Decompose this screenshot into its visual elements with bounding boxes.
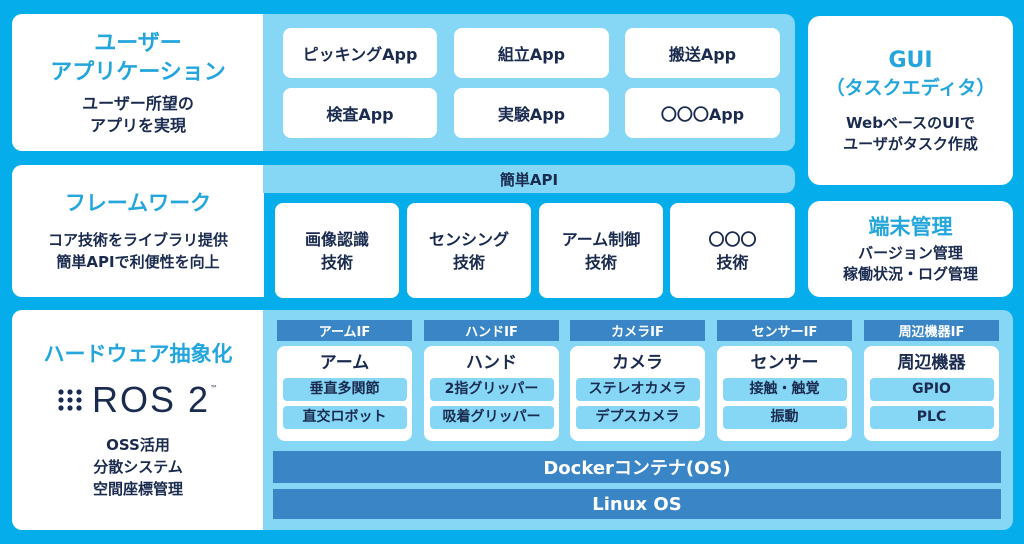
ros2-trademark: ™: [210, 384, 219, 393]
device-mgmt-title: 端末管理: [868, 215, 953, 239]
framework-desc-line2: 簡単APIで利便性を向上: [56, 253, 220, 271]
hardware-label-panel: ハードウェア抽象化 ROS 2 ™ OSS活用 分散システム 空間座標管理: [12, 310, 264, 530]
ros2-logo-text: ROS 2: [91, 379, 211, 420]
user-app-desc-line1: ユーザー所望の: [82, 93, 194, 113]
hardware-description: OSS活用 分散システム 空間座標管理: [93, 434, 183, 500]
ros2-dots-icon: [58, 389, 82, 411]
simple-api-bar: 簡単API: [263, 165, 795, 193]
user-app-label-panel: ユーザー アプリケーション ユーザー所望の アプリを実現: [12, 14, 264, 151]
component-item: 垂直多関節: [282, 378, 407, 401]
hardware-title: ハードウェア抽象化: [43, 342, 233, 366]
linux-os-label: Linux OS: [592, 493, 682, 515]
tech-label-line2: 技術: [584, 252, 617, 272]
app-label: 実験App: [497, 105, 566, 124]
interface-header-label: センサーIF: [751, 325, 818, 340]
app-label: ピッキングApp: [302, 45, 418, 64]
user-app-desc-line2: アプリを実現: [89, 115, 186, 135]
hardware-desc-line1: OSS活用: [106, 436, 170, 454]
interface-header-label: 周辺機器IF: [898, 325, 965, 340]
component-item: PLC: [869, 406, 994, 429]
app-label: 組立App: [497, 45, 566, 64]
interface-header-label: アームIF: [318, 325, 371, 340]
component-item: ステレオカメラ: [575, 378, 700, 401]
tech-box-sensing[interactable]: センシング 技術: [407, 203, 531, 298]
gui-panel: GUI （タスクエディタ） WebベースのUIで ユーザがタスク作成: [808, 16, 1013, 185]
app-box-experiment[interactable]: 実験App: [454, 88, 609, 138]
gui-title: GUI: [888, 47, 933, 73]
framework-label-panel: フレームワーク コア技術をライブラリ提供 簡単APIで利便性を向上: [12, 165, 264, 297]
user-app-title-line1: ユーザー: [94, 30, 182, 56]
device-mgmt-panel: 端末管理 バージョン管理 稼働状況・ログ管理: [808, 201, 1013, 297]
app-box-transport[interactable]: 搬送App: [625, 28, 780, 78]
component-item: 直交ロボット: [282, 406, 407, 429]
simple-api-label: 簡単API: [499, 170, 559, 189]
gui-subtitle: （タスクエディタ）: [825, 76, 996, 99]
component-item: 振動: [722, 406, 847, 429]
component-box-peripheral[interactable]: 周辺機器 GPIO PLC: [864, 346, 999, 441]
component-title: ハンド: [466, 353, 517, 373]
user-app-title: ユーザー アプリケーション: [50, 29, 226, 87]
gui-description: WebベースのUIで ユーザがタスク作成: [843, 113, 978, 155]
tech-label-line2: 技術: [320, 252, 353, 272]
app-label: 検査App: [326, 105, 394, 124]
tech-box-image-recognition[interactable]: 画像認識 技術: [275, 203, 399, 298]
component-title: 周辺機器: [897, 353, 966, 373]
interface-header-hand: ハンドIF: [424, 320, 559, 341]
component-title: カメラ: [612, 353, 663, 373]
docker-label: Dockerコンテナ(OS): [543, 458, 731, 479]
component-item: 接触・触覚: [722, 378, 847, 401]
interface-header-label: カメラIF: [611, 325, 664, 340]
app-box-inspection[interactable]: 検査App: [283, 88, 437, 138]
app-box-picking[interactable]: ピッキングApp: [283, 28, 437, 78]
app-box-assembly[interactable]: 組立App: [454, 28, 609, 78]
hardware-desc-line2: 分散システム: [93, 458, 183, 476]
user-app-description: ユーザー所望の アプリを実現: [82, 93, 194, 137]
linux-os-bar: Linux OS: [273, 489, 1001, 519]
interface-header-camera: カメラIF: [570, 320, 705, 341]
hardware-desc-line3: 空間座標管理: [92, 480, 183, 498]
component-title: センサー: [750, 353, 819, 373]
device-mgmt-desc-line1: バージョン管理: [858, 244, 963, 262]
app-box-other[interactable]: 〇〇〇App: [625, 88, 780, 138]
ros2-logo: ROS 2 ™: [58, 379, 219, 420]
tech-box-arm-control[interactable]: アーム制御 技術: [539, 203, 663, 298]
tech-label-line1: センシング: [428, 229, 509, 249]
user-app-title-line2: アプリケーション: [50, 59, 226, 85]
gui-desc-line2: ユーザがタスク作成: [843, 134, 978, 153]
tech-label-line2: 技術: [452, 252, 485, 272]
interface-header-label: ハンドIF: [465, 325, 518, 340]
device-mgmt-desc-line2: 稼働状況・ログ管理: [842, 265, 978, 283]
framework-description: コア技術をライブラリ提供 簡単APIで利便性を向上: [48, 229, 228, 273]
component-box-camera[interactable]: カメラステレオカメラデプスカメラ: [570, 346, 705, 441]
interface-header-sensor: センサーIF: [717, 320, 852, 341]
tech-box-other[interactable]: 〇〇〇 技術: [670, 203, 795, 298]
gui-desc-line1: WebベースのUIで: [846, 113, 975, 132]
docker-bar: Dockerコンテナ(OS): [273, 451, 1001, 483]
app-label: 搬送App: [668, 45, 737, 64]
component-title: アーム: [319, 353, 370, 373]
interface-header-peripheral: 周辺機器IF: [864, 320, 999, 341]
component-item: 2指グリッパー: [429, 378, 554, 401]
component-box-sensor[interactable]: センサー接触・触覚振動: [717, 346, 852, 441]
device-mgmt-description: バージョン管理 稼働状況・ログ管理: [843, 243, 978, 285]
component-box-arm[interactable]: アーム垂直多関節直交ロボット: [277, 346, 412, 441]
tech-label-line1: 〇〇〇: [708, 229, 757, 249]
component-item: GPIO: [869, 378, 994, 401]
component-box-hand[interactable]: ハンド 2指グリッパー吸着グリッパー: [424, 346, 559, 441]
component-item: デプスカメラ: [575, 406, 700, 429]
tech-label-line2: 技術: [716, 252, 749, 272]
tech-label-line1: 画像認識: [304, 229, 369, 249]
tech-label-line1: アーム制御: [561, 229, 641, 249]
framework-title: フレームワーク: [64, 191, 212, 215]
framework-desc-line1: コア技術をライブラリ提供: [47, 231, 228, 249]
component-item: 吸着グリッパー: [429, 406, 554, 429]
app-label: 〇〇〇App: [660, 105, 745, 124]
interface-header-arm: アームIF: [277, 320, 412, 341]
